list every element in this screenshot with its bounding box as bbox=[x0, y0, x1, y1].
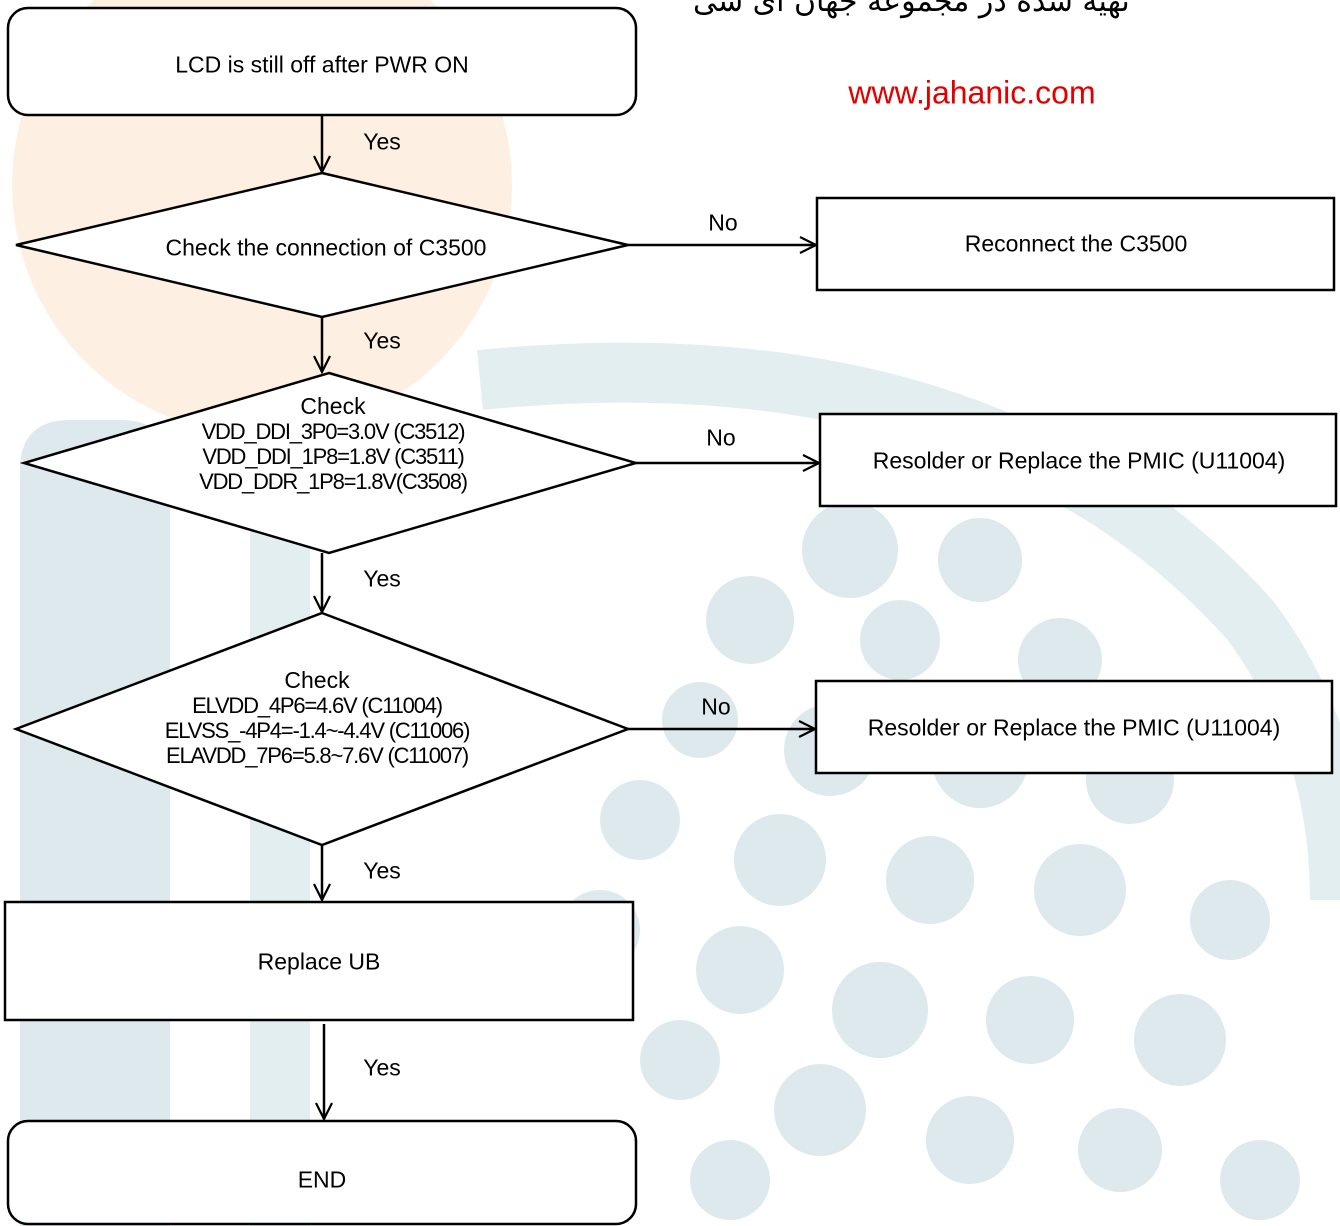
pmic-label-1: Resolder or Replace the PMIC (U11004) bbox=[872, 447, 1286, 474]
end-label: END bbox=[297, 1166, 347, 1193]
website-link[interactable]: www.jahanic.com bbox=[848, 74, 1096, 111]
edge-label-yes: Yes bbox=[363, 857, 401, 884]
edge-label-yes: Yes bbox=[363, 565, 401, 592]
reconnect-box bbox=[815, 196, 1336, 292]
decision-power-1-label: Check VDD_DDI_3P0=3.0V (C3512) VDD_DDI_1… bbox=[199, 393, 468, 495]
watermark-logo bbox=[12, 0, 1340, 1226]
persian-caption: تهیه شده در مجموعه جهان ای سی bbox=[693, 0, 1130, 19]
decision-power-1 bbox=[19, 371, 641, 555]
edge-label-yes: Yes bbox=[363, 1054, 401, 1081]
replace-ub-box bbox=[3, 900, 635, 1022]
edge-label-no: No bbox=[701, 693, 731, 720]
start-label: LCD is still off after PWR ON bbox=[175, 51, 469, 78]
replace-ub-label: Replace UB bbox=[257, 948, 381, 975]
decision-power-2-label: Check ELVDD_4P6=4.6V (C11004) ELVSS_-4P4… bbox=[164, 667, 471, 769]
edge-label-no: No bbox=[708, 209, 738, 236]
pmic-box-1 bbox=[818, 412, 1338, 508]
edge-label-yes: Yes bbox=[363, 128, 401, 155]
edge-label-yes: Yes bbox=[363, 327, 401, 354]
pmic-box-2 bbox=[814, 679, 1334, 775]
edge-label-no: No bbox=[706, 424, 736, 451]
reconnect-label: Reconnect the C3500 bbox=[964, 230, 1188, 257]
end-terminal bbox=[6, 1119, 638, 1226]
decision-connection-label: Check the connection of C3500 bbox=[165, 234, 487, 261]
pmic-label-2: Resolder or Replace the PMIC (U11004) bbox=[867, 714, 1281, 741]
